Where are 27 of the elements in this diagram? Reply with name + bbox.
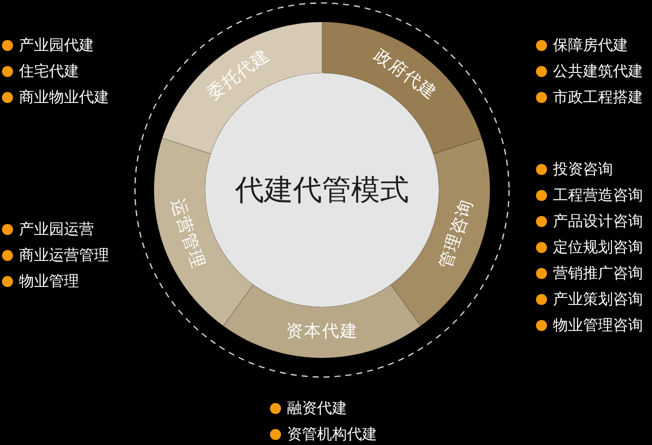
- list-item: 产业园代建: [19, 36, 94, 54]
- list-item: 资管机构代建: [287, 425, 377, 443]
- center-title: 代建代管模式: [235, 176, 409, 204]
- list-item: 物业管理咨询: [553, 316, 643, 334]
- list-item: 商业物业代建: [19, 88, 109, 106]
- segment-label: 政府代建: [371, 47, 440, 104]
- list-item: 市政工程搭建: [553, 88, 643, 106]
- list-item: 产业策划咨询: [553, 290, 643, 308]
- list-item: 产品设计咨询: [553, 212, 643, 230]
- ring-segment: [322, 22, 482, 154]
- list-item: 工程营造咨询: [553, 186, 643, 204]
- list-item: 产业园运营: [19, 220, 94, 238]
- ring-segment: [162, 22, 322, 154]
- list-item: 商业运营管理: [19, 246, 109, 264]
- segment-label: 委托代建: [204, 47, 273, 104]
- list-item: 定位规划咨询: [553, 238, 643, 256]
- segment-label: 资本代建: [286, 324, 358, 340]
- list-item: 物业管理: [19, 272, 79, 290]
- list-item: 保障房代建: [553, 36, 628, 54]
- segment-label: 管理咨询: [438, 197, 476, 271]
- list-item: 融资代建: [287, 399, 347, 417]
- list-item: 营销推广咨询: [553, 264, 643, 282]
- ring-segment: [223, 284, 421, 358]
- list-item: 公共建筑代建: [553, 62, 643, 80]
- segment-label: 运营管理: [168, 197, 206, 271]
- list-item: 住宅代建: [19, 62, 79, 80]
- list-item: 投资咨询: [553, 160, 613, 178]
